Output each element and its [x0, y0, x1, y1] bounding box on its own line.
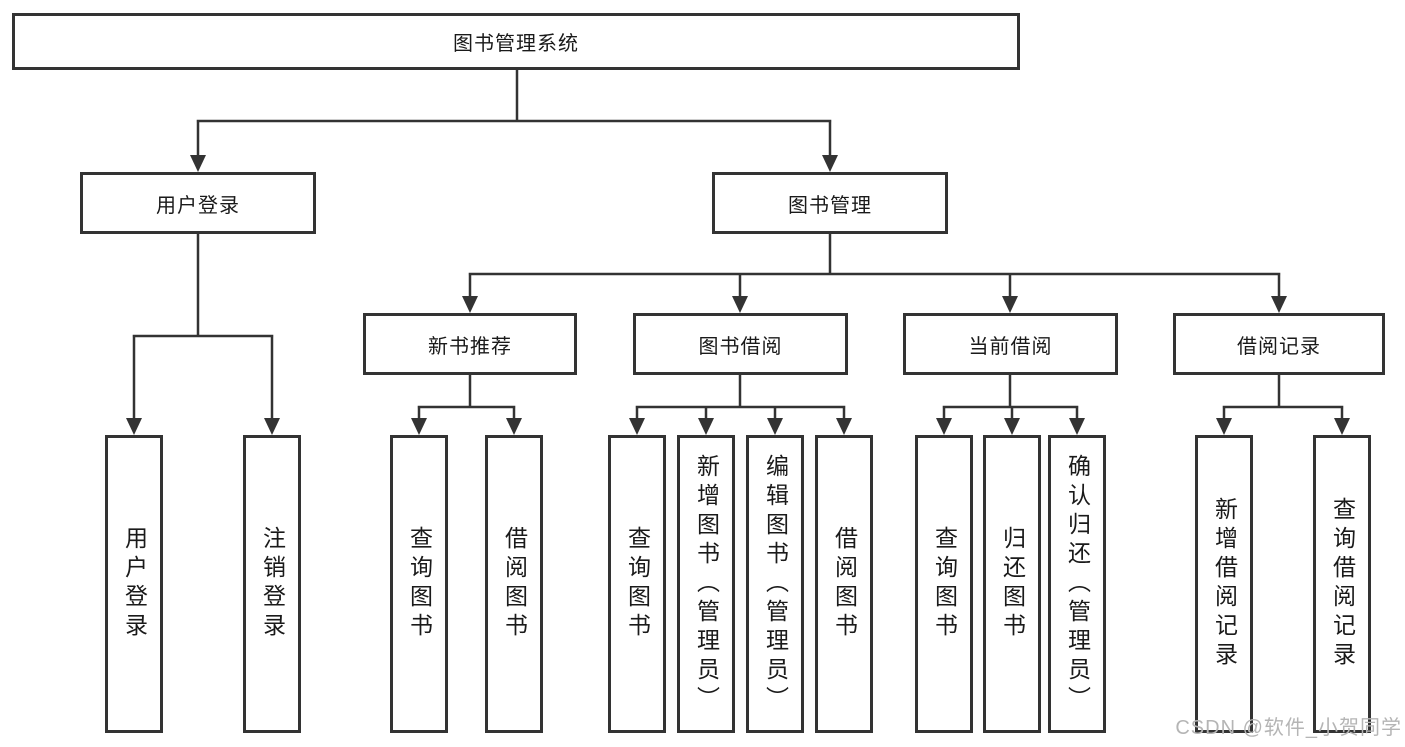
node-book-mgmt: 图书管理	[712, 172, 948, 234]
node-new-book-rec-label: 新书推荐	[428, 335, 512, 358]
leaf-nbr-query-books: 查询图书	[390, 435, 448, 733]
node-root: 图书管理系统	[12, 13, 1020, 70]
leaf-bb-edit-book-admin: 编辑图书（管理员）	[746, 435, 804, 733]
node-new-book-rec: 新书推荐	[363, 313, 577, 375]
leaf-br-add-record-label: 新增借阅记录	[1211, 497, 1238, 671]
node-user-login-label: 用户登录	[156, 194, 240, 217]
leaf-cb-confirm-return-admin-label: 确认归还（管理员）	[1064, 453, 1091, 715]
leaf-cb-query-books-label: 查询图书	[931, 526, 958, 642]
leaf-logout-label: 注销登录	[259, 526, 286, 642]
leaf-nbr-query-books-label: 查询图书	[406, 526, 433, 642]
csdn-watermark: CSDN @软件_小贺同学	[1175, 717, 1402, 739]
leaf-user-login: 用户登录	[105, 435, 163, 733]
leaf-cb-return-books-label: 归还图书	[999, 526, 1026, 642]
leaf-cb-confirm-return-admin: 确认归还（管理员）	[1048, 435, 1106, 733]
leaf-br-query-record-label: 查询借阅记录	[1329, 497, 1356, 671]
node-borrow-record: 借阅记录	[1173, 313, 1385, 375]
leaf-bb-borrow-books: 借阅图书	[815, 435, 873, 733]
node-current-borrow: 当前借阅	[903, 313, 1118, 375]
node-root-label: 图书管理系统	[453, 33, 579, 55]
leaf-bb-query-books-label: 查询图书	[624, 526, 651, 642]
leaf-cb-query-books: 查询图书	[915, 435, 973, 733]
leaf-bb-edit-book-admin-label: 编辑图书（管理员）	[762, 453, 789, 715]
node-current-borrow-label: 当前借阅	[968, 335, 1053, 358]
leaf-bb-add-book-admin: 新增图书（管理员）	[677, 435, 735, 733]
node-user-login: 用户登录	[80, 172, 316, 234]
leaf-nbr-borrow-books: 借阅图书	[485, 435, 543, 733]
leaf-cb-return-books: 归还图书	[983, 435, 1041, 733]
leaf-br-query-record: 查询借阅记录	[1313, 435, 1371, 733]
node-book-borrow-label: 图书借阅	[698, 335, 783, 358]
leaf-bb-query-books: 查询图书	[608, 435, 666, 733]
leaf-br-add-record: 新增借阅记录	[1195, 435, 1253, 733]
node-book-mgmt-label: 图书管理	[788, 194, 872, 217]
node-borrow-record-label: 借阅记录	[1237, 335, 1321, 358]
leaf-user-login-label: 用户登录	[121, 526, 148, 642]
leaf-nbr-borrow-books-label: 借阅图书	[501, 526, 528, 642]
leaf-bb-add-book-admin-label: 新增图书（管理员）	[693, 453, 720, 715]
node-book-borrow: 图书借阅	[633, 313, 848, 375]
leaf-bb-borrow-books-label: 借阅图书	[831, 526, 858, 642]
leaf-logout: 注销登录	[243, 435, 301, 733]
